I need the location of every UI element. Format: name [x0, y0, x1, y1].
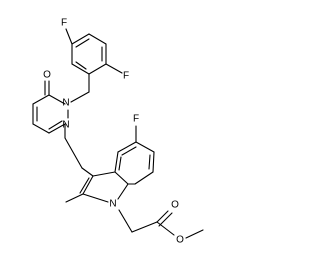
bond: [75, 61, 87, 70]
atom-label-o-keto: O: [43, 70, 51, 81]
bond: [117, 141, 137, 153]
bond: [148, 154, 151, 170]
atom-label-n2-pyridazinone: N: [62, 120, 69, 131]
bond: [82, 193, 109, 203]
atom-label-f-right: F: [123, 71, 129, 82]
bond: [114, 151, 119, 173]
bond: [48, 123, 66, 134]
molecule-drawing: F F O N N F N O O: [32, 18, 204, 246]
atom-label-o-ester: O: [176, 235, 184, 246]
atom-label-group: F F O N N F N O O: [43, 18, 184, 246]
bond: [32, 123, 50, 134]
bond-group: [32, 28, 204, 239]
bond: [75, 38, 90, 48]
bond: [48, 120, 63, 130]
bond: [156, 210, 169, 223]
atom-label-n1-pyridazinone: N: [62, 98, 69, 109]
bond: [156, 221, 175, 236]
bond: [71, 63, 90, 75]
bond: [88, 33, 107, 45]
bond: [64, 137, 83, 169]
bond: [121, 146, 137, 156]
bond: [152, 151, 155, 173]
bond: [65, 193, 84, 203]
bond: [79, 177, 90, 194]
structure-canvas: F F O N N F N O O: [32, 18, 204, 246]
bond: [48, 94, 66, 105]
atom-label-n-indole: N: [109, 199, 116, 210]
bond: [118, 156, 122, 171]
bond: [114, 171, 129, 185]
bond: [134, 171, 154, 185]
bond: [117, 183, 129, 200]
bond: [81, 167, 94, 177]
bond: [82, 175, 94, 195]
bond: [92, 171, 116, 177]
bond: [70, 91, 90, 103]
atom-label-o-carbonyl: O: [171, 200, 179, 211]
bond: [88, 63, 107, 75]
bond: [131, 221, 158, 233]
bond: [32, 94, 50, 105]
bond: [105, 63, 123, 74]
bond: [158, 212, 173, 227]
bond: [65, 28, 73, 45]
bond: [185, 229, 204, 239]
bond: [118, 209, 133, 233]
bond: [71, 33, 90, 45]
atom-label-f-indole: F: [133, 114, 139, 125]
bond: [135, 141, 155, 153]
atom-label-f-top: F: [61, 18, 67, 29]
